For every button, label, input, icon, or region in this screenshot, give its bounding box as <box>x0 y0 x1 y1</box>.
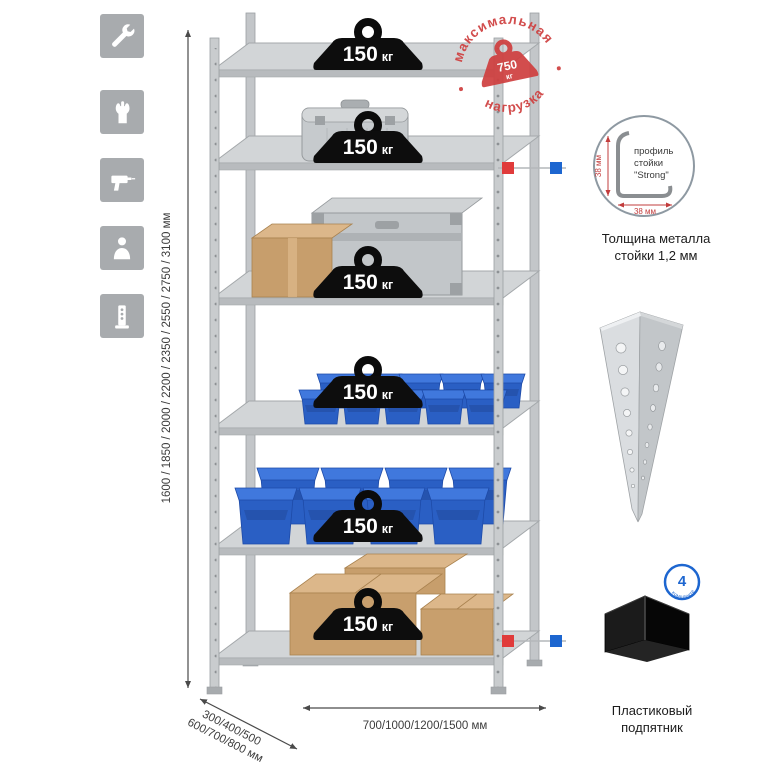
kit-count-badge: 4 в комплекте <box>585 552 701 600</box>
person-icon <box>113 237 131 260</box>
profile-detail-circle: 38 мм 38 мм профиль стойки "Strong" <box>593 115 695 217</box>
post-icon <box>115 305 129 329</box>
svg-text:нагрузка: нагрузка <box>480 83 549 121</box>
stamp-weight-icon: 750 кг <box>481 39 539 88</box>
angle-post-illustration <box>599 311 684 523</box>
feature-tile-person <box>100 226 144 270</box>
profile-label-3: "Strong" <box>634 170 669 181</box>
thickness-caption: Толщина металла стойки 1,2 мм <box>601 231 711 263</box>
wrench-icon <box>112 24 135 47</box>
glove-icon <box>115 101 130 124</box>
height-dimension-label: 1600 / 1850 / 2000 / 2200 / 2350 / 2550 … <box>161 212 173 504</box>
stamp-value: 750 <box>496 57 519 75</box>
stamp-unit: кг <box>505 71 514 81</box>
feature-tile-drill <box>100 158 144 202</box>
feature-tile-assembly <box>100 14 144 58</box>
width-dimension-label: 700/1000/1200/1500 мм <box>362 720 488 732</box>
max-load-stamp: максимальная нагрузка 750 кг <box>446 4 561 121</box>
callout-marker-red-bottom <box>502 635 514 647</box>
callout-marker-blue-top <box>550 162 562 174</box>
profile-dim-vertical: 38 мм <box>594 155 603 177</box>
profile-label-1: профиль <box>634 146 673 157</box>
feature-tile-post <box>100 294 144 338</box>
depth-dimension-line <box>199 698 298 750</box>
kit-count-number: 4 <box>678 573 687 590</box>
callout-marker-blue-bottom <box>550 635 562 647</box>
callout-marker-red-top <box>502 162 514 174</box>
profile-dim-horizontal: 38 мм <box>634 207 656 216</box>
profile-label-2: стойки <box>634 158 663 169</box>
stamp-text-bottom: нагрузка <box>480 83 549 121</box>
feature-tile-gloves <box>100 90 144 134</box>
foot-caption: Пластиковый подпятник <box>611 703 693 735</box>
rack-front-posts <box>206 37 507 695</box>
post-profile-drawing <box>616 131 673 198</box>
drill-icon <box>111 175 136 191</box>
plastic-foot-illustration: 4 в комплекте <box>585 552 701 662</box>
